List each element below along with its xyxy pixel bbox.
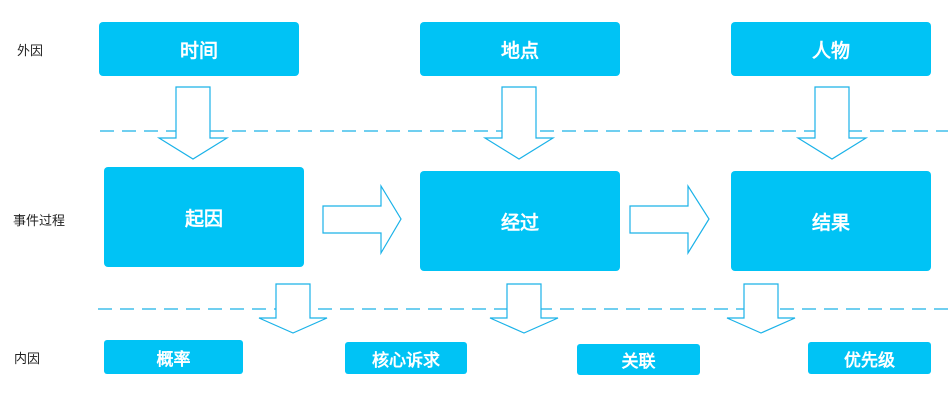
down-arrow-to-internal-1 [258,283,328,334]
internal-factor-association: 关联 [577,344,700,375]
process-step-cause: 起因 [104,167,304,267]
down-arrow-to-internal-2 [489,283,559,334]
internal-factor-probability: 概率 [104,340,243,374]
down-arrow-to-internal-3 [726,283,796,334]
external-factor-place: 地点 [420,22,620,76]
row-label-external: 外因 [17,44,44,59]
right-arrow-course-to-result [629,183,710,256]
down-arrow-time [156,86,230,160]
down-arrow-place [482,86,556,160]
external-factor-time: 时间 [99,22,299,76]
down-arrow-person [795,86,869,160]
right-arrow-cause-to-course [322,183,402,256]
row-label-process: 事件过程 [13,214,66,229]
internal-factor-priority: 优先级 [808,342,931,374]
external-factor-person: 人物 [731,22,931,76]
process-step-course: 经过 [420,171,620,271]
row-label-internal: 内因 [14,352,41,367]
process-step-result: 结果 [731,171,931,271]
internal-factor-core-demand: 核心诉求 [345,342,467,374]
